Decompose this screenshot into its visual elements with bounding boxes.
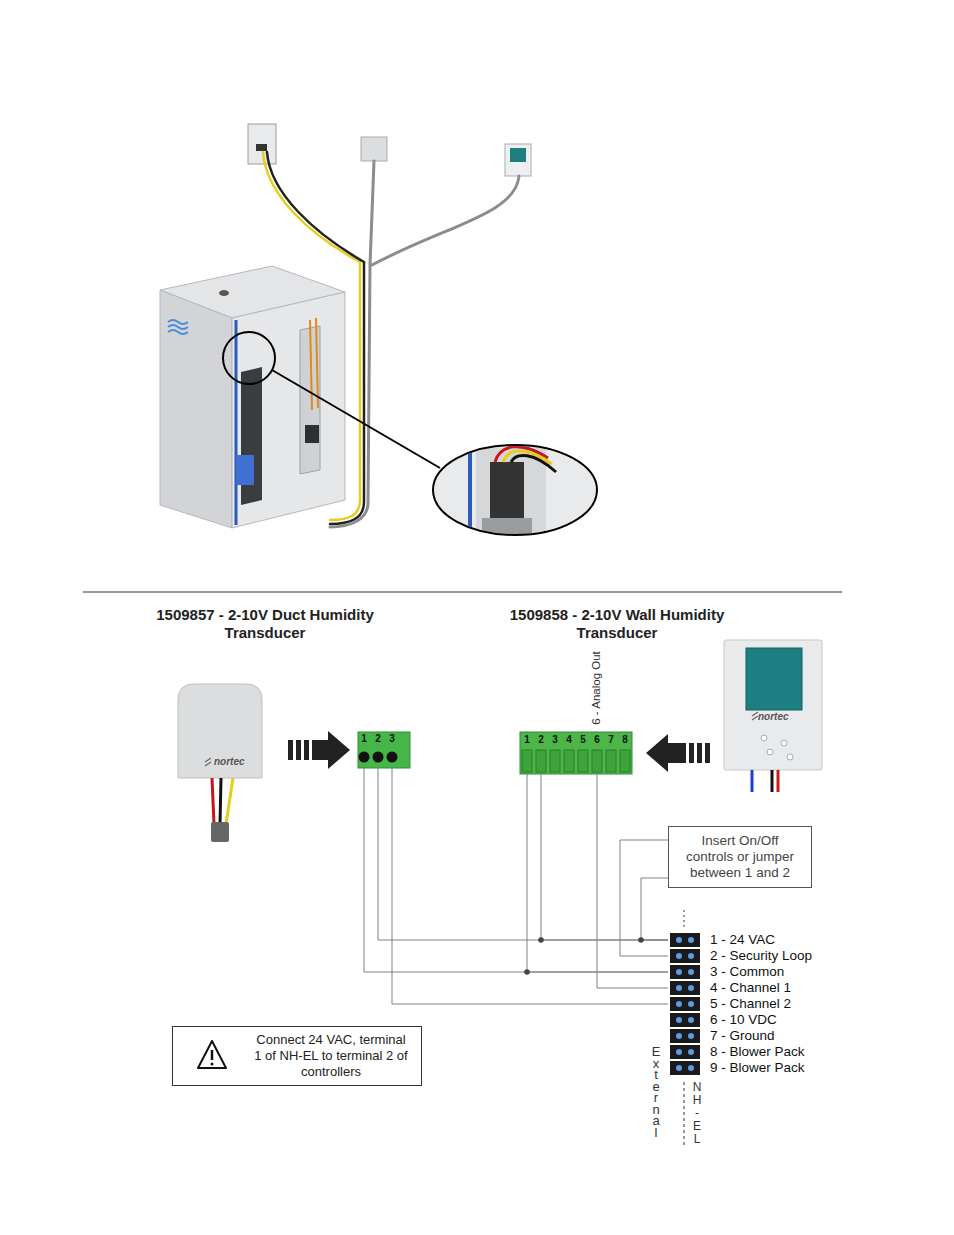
duct-transducer: 1509857 - 2-10V Duct Humidity Transducer… bbox=[178, 684, 264, 780]
warning-icon bbox=[198, 1041, 226, 1068]
terminal-strip: 1 - 24 VAC2 - Security Loop3 - Common4 -… bbox=[668, 932, 817, 1078]
brand-logo: nortec bbox=[214, 756, 245, 768]
terminal-label: 4 - Channel 1 bbox=[710, 980, 791, 996]
wire bbox=[392, 768, 668, 1004]
brand-logo: nortec bbox=[758, 711, 789, 723]
wall-plate-device bbox=[248, 124, 276, 164]
pin-number: 1 bbox=[522, 734, 532, 746]
side-label: NH-EL bbox=[692, 1081, 702, 1146]
pin-number: 2 bbox=[373, 733, 383, 745]
pin-number: 5 bbox=[578, 734, 588, 746]
pin-number: 4 bbox=[564, 734, 574, 746]
block-arrow bbox=[646, 734, 710, 772]
terminal-label: 9 - Blower Pack bbox=[710, 1060, 805, 1076]
duct-transducer-picture bbox=[178, 684, 262, 842]
warning-text: Connect 24 VAC, terminal 1 of NH-EL to t… bbox=[251, 1032, 411, 1080]
wire bbox=[597, 774, 668, 988]
device-title: 1509858 - 2-10V Wall Humidity Transducer bbox=[492, 606, 742, 642]
junction-dot bbox=[638, 937, 644, 943]
pin-number: 6 bbox=[592, 734, 602, 746]
wall-sensor-device bbox=[505, 144, 531, 176]
junction-dot bbox=[538, 937, 544, 943]
terminal-block: 123 bbox=[358, 732, 410, 768]
wire bbox=[541, 774, 668, 940]
wire bbox=[378, 768, 668, 940]
junction-dot bbox=[524, 969, 530, 975]
terminal-label: 6 - 10 VDC bbox=[710, 1012, 777, 1028]
pin-number: 7 bbox=[606, 734, 616, 746]
terminal-label: 3 - Common bbox=[710, 964, 784, 980]
humidifier-unit bbox=[160, 266, 440, 528]
side-label: External bbox=[651, 1046, 661, 1138]
zoom-detail bbox=[433, 440, 604, 540]
pin-number: 3 bbox=[550, 734, 560, 746]
wall-transducer: 1509858 - 2-10V Wall Humidity Transducer… bbox=[724, 640, 822, 770]
pin-number: 1 bbox=[359, 733, 369, 745]
pin-label: 6 - Analog Out bbox=[590, 651, 603, 725]
terminal-label: 2 - Security Loop bbox=[710, 948, 812, 964]
wire bbox=[620, 840, 668, 956]
wall-transducer-picture bbox=[724, 640, 822, 792]
note-box: Insert On/Off controls or jumper between… bbox=[668, 826, 812, 888]
terminal-label: 7 - Ground bbox=[710, 1028, 775, 1044]
warning-box: Connect 24 VAC, terminal 1 of NH-EL to t… bbox=[172, 1026, 422, 1086]
terminal-label: 5 - Channel 2 bbox=[710, 996, 791, 1012]
block-arrow bbox=[288, 731, 350, 769]
duct-sensor-device bbox=[361, 137, 387, 161]
terminal-label: 8 - Blower Pack bbox=[710, 1044, 805, 1060]
terminal-block-3 bbox=[358, 732, 410, 768]
note-text: Insert On/Off controls or jumper between… bbox=[677, 833, 803, 881]
device-title: 1509857 - 2-10V Duct Humidity Transducer bbox=[145, 606, 385, 642]
terminal-block: 12345678 bbox=[520, 732, 632, 774]
terminal-block-8 bbox=[520, 732, 632, 774]
rule-line bbox=[83, 592, 842, 593]
pin-number: 8 bbox=[620, 734, 630, 746]
wire bbox=[364, 768, 668, 972]
terminal-label: 1 - 24 VAC bbox=[710, 932, 775, 948]
wire bbox=[641, 878, 668, 940]
pin-number: 3 bbox=[387, 733, 397, 745]
pin-number: 2 bbox=[536, 734, 546, 746]
